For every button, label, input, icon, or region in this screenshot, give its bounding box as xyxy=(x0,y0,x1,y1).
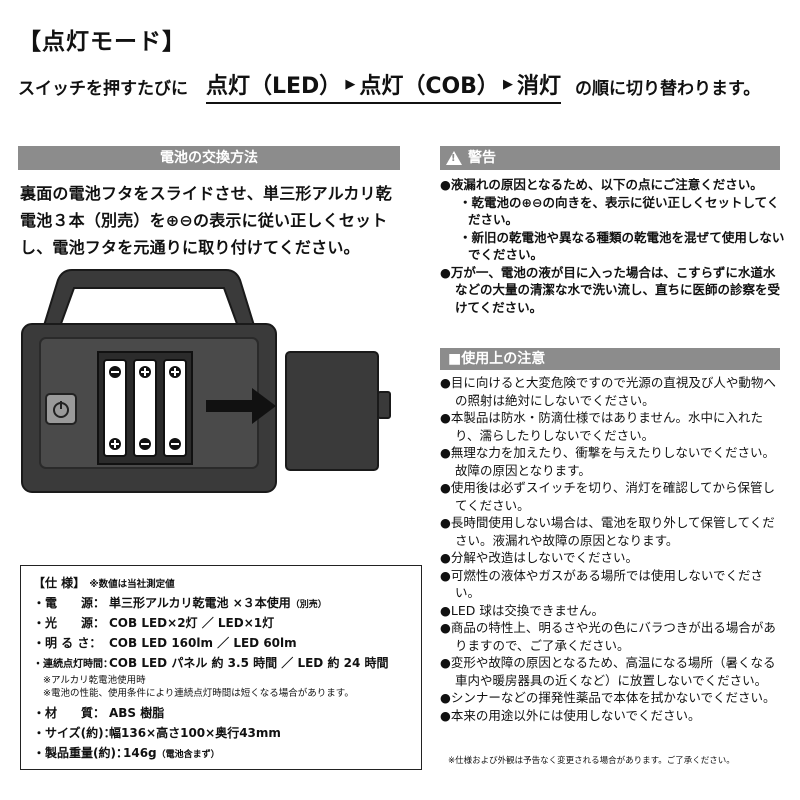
battery-cover xyxy=(285,351,379,471)
list-item: ●可燃性の液体やガスがある場所では使用しないでください。 xyxy=(440,567,764,601)
usage-section-title: ■使用上の注意 xyxy=(440,348,780,370)
spec-row: ・明 る さ：COB LED 160lm ／ LED 60lm xyxy=(33,636,297,650)
spec-row: ・連続点灯時間：COB LED パネル 約 3.5 時間 ／ LED 約 24 … xyxy=(33,656,389,670)
mode-prefix: スイッチを押すたびに xyxy=(18,78,188,99)
spec-title-row: 【仕 様】 ※数値は当社測定値 xyxy=(33,574,175,591)
spec-note: ※アルカリ乾電池使用時 xyxy=(43,675,146,686)
mode-sequence: スイッチを押すたびに 点灯（LED） ▶ 点灯（COB） ▶ 消灯 の順に切り替… xyxy=(18,68,760,104)
spec-row: ・製品重量(約)：146g（電池含まず） xyxy=(33,746,220,760)
list-item: ●商品の特性上、明るさや光の色にバラつきが出る場合がありますので、ご了承ください… xyxy=(440,620,776,653)
battery-instructions: 裏面の電池フタをスライドさせ、単三形アルカリ乾電池３本（別売）を⊕⊖の表示に従い… xyxy=(20,184,392,257)
battery-illustration xyxy=(21,269,391,493)
spec-box: 【仕 様】 ※数値は当社測定値 ・電 源：単三形アルカリ乾電池 ×３本使用（別売… xyxy=(20,565,422,770)
battery-1 xyxy=(103,359,127,457)
list-item: ●分解や改造はしないでください。 xyxy=(440,550,639,565)
warning-title: 警告 xyxy=(468,150,496,166)
list-item: ●無理な力を加えたり、衝撃を与えたりしないでください。故障の原因となります。 xyxy=(440,445,776,478)
mode-suffix: の順に切り替わります。 xyxy=(574,78,761,99)
mode-step-cob: 点灯（COB） xyxy=(359,74,499,99)
spec-row: ・サイズ(約)：幅136×高さ100×奥行43mm xyxy=(33,726,281,740)
warning-triangle-icon: ! xyxy=(446,151,462,165)
list-item: ・新旧の乾電池や異なる種類の乾電池を混ぜて使用しないでください。 xyxy=(459,229,785,263)
list-item: ・乾電池の⊕⊖の向きを、表示に従い正しくセットしてください。 xyxy=(459,194,780,228)
arrow-right-icon: ▶ xyxy=(345,76,356,92)
usage-list: ●目に向けると大変危険ですので光源の直視及び人や動物への照射は絶対にしないでくだ… xyxy=(440,374,785,724)
list-item: ●変形や故障の原因となるため、高温になる場所（暑くなる車内や暖房器具の近くなど）… xyxy=(440,655,776,688)
mode-steps: 点灯（LED） ▶ 点灯（COB） ▶ 消灯 xyxy=(206,68,561,104)
battery-3 xyxy=(163,359,187,457)
list-item: ●長時間使用しない場合は、電池を取り外して保管してください。液漏れや故障の原因と… xyxy=(440,515,775,548)
battery-section-title: 電池の交換方法 xyxy=(18,146,400,170)
footnote: ※仕様および外観は予告なく変更される場合があります。ご了承ください。 xyxy=(448,756,735,766)
list-item: ●本製品は防水・防滴仕様ではありません。水中に入れたり、濡らしたりしないでくださ… xyxy=(440,410,764,443)
spec-row: ・光 源：COB LED×2灯 ／ LED×1灯 xyxy=(33,616,275,630)
mode-step-off: 消灯 xyxy=(516,74,561,99)
mode-step-led: 点灯（LED） xyxy=(206,74,342,99)
list-item: ●使用後は必ずスイッチを切り、消灯を確認してから保管してください。 xyxy=(440,480,776,513)
spec-title-note: ※数値は当社測定値 xyxy=(89,579,175,590)
warning-list: ●液漏れの原因となるため、以下の点にご注意ください。 ・乾電池の⊕⊖の向きを、表… xyxy=(440,176,785,316)
spec-row: ・材 質：ABS 樹脂 xyxy=(33,706,165,720)
list-item: ●液漏れの原因となるため、以下の点にご注意ください。 xyxy=(440,177,763,192)
spec-note: ※電池の性能、使用条件により連続点灯時間は短くなる場合があります。 xyxy=(43,688,354,699)
warning-section-title: ! 警告 xyxy=(440,146,780,170)
arrow-right-icon xyxy=(206,388,276,424)
list-item: ●本来の用途以外には使用しないでください。 xyxy=(440,707,701,723)
list-item: ●万が一、電池の液が目に入った場合は、こすらずに水道水などの大量の清潔な水で洗い… xyxy=(440,264,781,315)
list-item: ●LED 球は交換できません。 xyxy=(440,602,604,618)
spec-title: 【仕 様】 xyxy=(33,576,86,590)
list-item: ●目に向けると大変危険ですので光源の直視及び人や動物への照射は絶対にしないでくだ… xyxy=(440,375,776,408)
spec-row: ・電 源：単三形アルカリ乾電池 ×３本使用（別売） xyxy=(33,596,327,610)
arrow-right-icon: ▶ xyxy=(502,76,513,92)
handle xyxy=(40,269,258,333)
battery-2 xyxy=(133,359,157,457)
list-item: ●シンナーなどの揮発性薬品で本体を拭かないでください。 xyxy=(440,690,776,705)
mode-heading: 【点灯モード】 xyxy=(18,29,186,55)
